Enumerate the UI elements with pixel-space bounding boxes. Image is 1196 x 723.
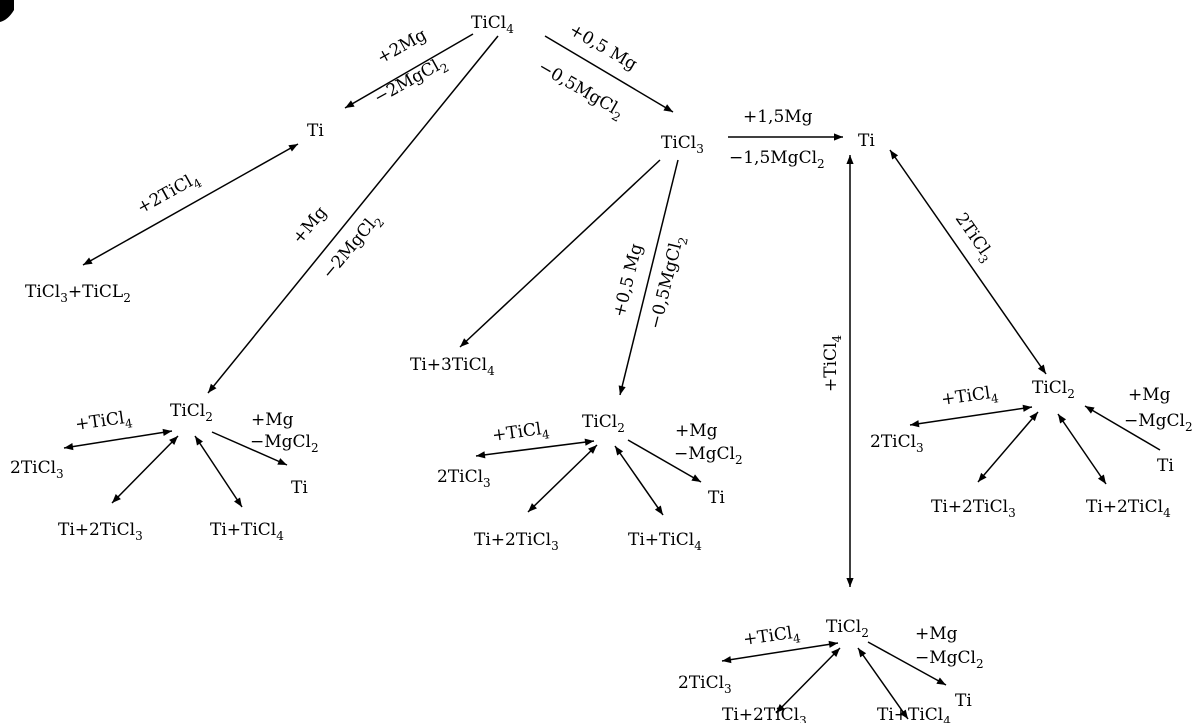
g2-arrow-ti2ticl3 <box>527 444 598 513</box>
label-plus-ticl4-vertical: +TiCl4 <box>821 335 844 392</box>
g4-arrow-titicl4 <box>857 647 909 720</box>
g2-label-plus-mg: +Mg <box>675 421 718 441</box>
g3-node-ti: Ti <box>1157 456 1174 476</box>
g2-node-ticl2: TiCl2 <box>582 412 625 435</box>
g3-arrow-2ticl3 <box>909 404 1033 428</box>
g3-label-plus-ticl4: +TiCl4 <box>940 382 1000 413</box>
node-ticl3-ticl2-left: TiCl3+TiCL2 <box>25 282 131 305</box>
label-plus-2ticl4: +2TiCl4 <box>134 168 205 221</box>
g1-arrow-ti <box>211 431 288 466</box>
label-plus-mg-mid: +Mg <box>289 203 332 249</box>
label-minus-05mgcl2-center: −0,5MgCl2 <box>645 234 690 332</box>
g4-label-minus-mgcl2: −MgCl2 <box>915 648 984 671</box>
node-ti-left: Ti <box>307 121 324 141</box>
arrow-ticl3-to-ti-3ticl4 <box>459 159 661 348</box>
g3-node-ticl2: TiCl2 <box>1032 378 1075 401</box>
g1-node-ti: Ti <box>291 478 308 498</box>
node-ti-3ticl4: Ti+3TiCl4 <box>410 355 495 378</box>
g2-arrow-titicl4 <box>614 445 664 516</box>
g3-arrow-ti2ticl3 <box>977 411 1039 483</box>
g3-label-minus-mgcl2: −MgCl2 <box>1124 411 1193 434</box>
label-plus-05mg-top: +0,5 Mg <box>566 20 641 75</box>
g2-arrow-ti <box>627 439 702 483</box>
arrow-ti-left-ticl3-ticl2 <box>82 143 299 266</box>
g1-arrow-ti2ticl3 <box>111 435 179 504</box>
g2-node-ti-ticl4: Ti+TiCl4 <box>628 530 702 553</box>
g3-node-ti-2ticl3: Ti+2TiCl3 <box>931 497 1016 520</box>
g4-node-ti-ticl4: Ti+TiCl4 <box>877 705 951 723</box>
label-minus-05mgcl2-top: −0,5MgCl2 <box>533 57 627 125</box>
g3-node-2ticl3: 2TiCl3 <box>870 432 924 455</box>
g2-label-plus-ticl4: +TiCl4 <box>491 418 551 449</box>
label-minus-2mgcl2-mid: −2MgCl2 <box>319 210 388 286</box>
g4-node-ti: Ti <box>955 691 972 711</box>
g4-node-ti-2ticl3: Ti+2TiCl3 <box>722 705 807 723</box>
g3-label-plus-mg: +Mg <box>1128 385 1171 405</box>
g1-node-ti-ticl4: Ti+TiCl4 <box>210 520 284 543</box>
arrow-ticl4-to-ticl3 <box>544 35 674 113</box>
g4-node-ticl2: TiCl2 <box>826 617 869 640</box>
g1-node-ti-2ticl3: Ti+2TiCl3 <box>58 520 143 543</box>
g1-arrow-titicl4 <box>194 435 243 508</box>
arrow-ticl3-to-ticl2-center <box>618 159 679 396</box>
label-plus-15mg: +1,5Mg <box>743 107 813 127</box>
g4-label-plus-mg: +Mg <box>915 624 958 644</box>
g1-node-2ticl3: 2TiCl3 <box>10 458 64 481</box>
g4-arrow-2ticl3 <box>721 640 839 664</box>
g3-arrow-ti <box>1084 405 1161 451</box>
corner-mark <box>0 0 14 22</box>
g4-arrow-ti2ticl3 <box>775 647 841 714</box>
label-minus-15mgcl2: −1,5MgCl2 <box>729 148 825 171</box>
g4-node-2ticl3: 2TiCl3 <box>678 673 732 696</box>
g1-label-minus-mgcl2: −MgCl2 <box>250 432 319 455</box>
node-ti-right: Ti <box>858 131 875 151</box>
arrow-ticl4-to-ti-left <box>344 33 474 109</box>
arrow-ti-right-ticl2-right <box>889 149 1047 375</box>
arrow-ticl4-to-ticl2-left <box>207 35 499 394</box>
g4-label-plus-ticl4: +TiCl4 <box>742 622 802 653</box>
node-ticl4-root: TiCl4 <box>471 13 514 36</box>
g2-node-ti-2ticl3: Ti+2TiCl3 <box>474 530 559 553</box>
g1-label-plus-ticl4: +TiCl4 <box>74 407 134 438</box>
node-ticl3: TiCl3 <box>661 133 704 156</box>
g4-arrow-ti <box>867 641 947 686</box>
g2-node-2ticl3: 2TiCl3 <box>437 467 491 490</box>
g3-node-ti-2ticl4: Ti+2TiCl4 <box>1086 497 1171 520</box>
g2-node-ti: Ti <box>708 488 725 508</box>
g3-arrow-ti2ticl4 <box>1057 413 1107 485</box>
g1-node-ticl2: TiCl2 <box>170 401 213 424</box>
label-2ticl3-right: 2TiCl3 <box>948 209 998 266</box>
g2-label-minus-mgcl2: −MgCl2 <box>674 444 743 467</box>
g1-label-plus-mg: +Mg <box>251 410 294 430</box>
